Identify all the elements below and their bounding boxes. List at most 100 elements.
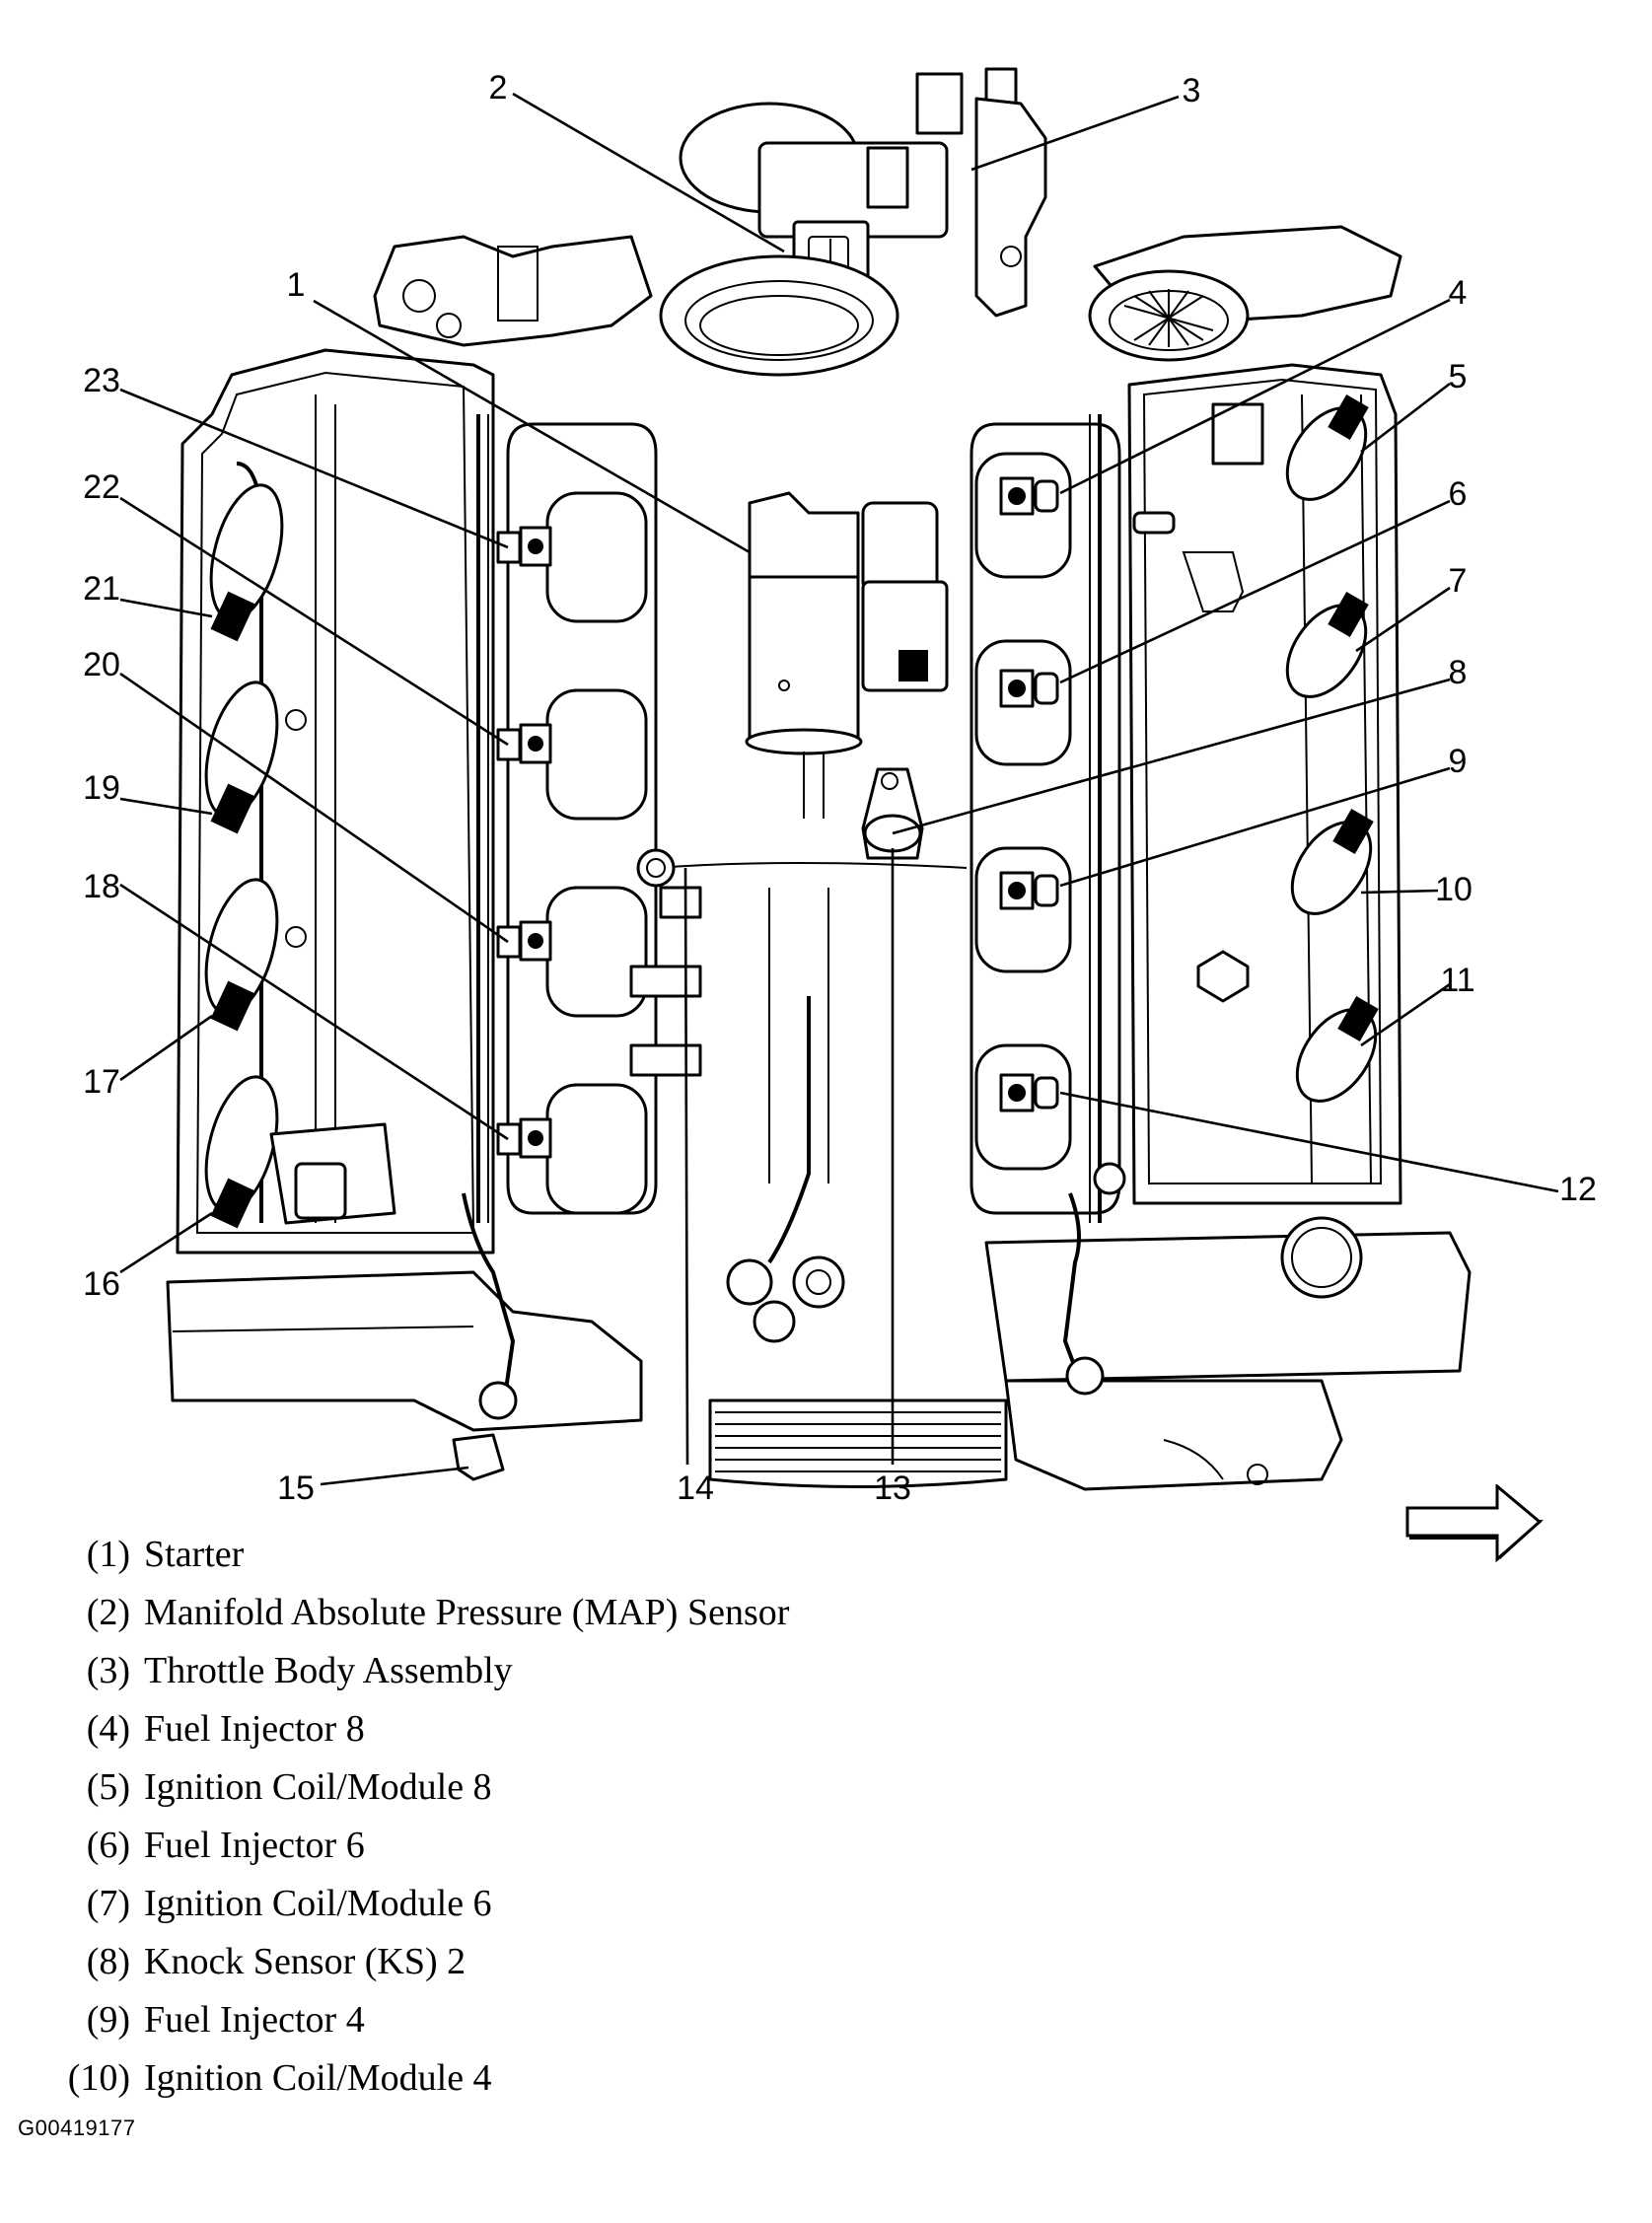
callout-5: 5 bbox=[1360, 358, 1468, 454]
legend-item: (4) Fuel Injector 8 bbox=[55, 1700, 789, 1758]
callout-leader-line bbox=[892, 678, 1451, 835]
callout-number: 5 bbox=[1449, 358, 1468, 395]
callout-number: 8 bbox=[1449, 654, 1468, 691]
callout-number: 3 bbox=[1183, 72, 1201, 109]
callout-number: 7 bbox=[1449, 562, 1468, 600]
callout-leader-line bbox=[1360, 982, 1451, 1047]
callout-16: 16 bbox=[83, 1211, 213, 1303]
legend-number: (7) bbox=[86, 1883, 130, 1924]
callout-23: 23 bbox=[83, 362, 509, 549]
callout-18: 18 bbox=[83, 868, 509, 1141]
callout-number: 20 bbox=[83, 646, 120, 683]
legend-label: Knock Sensor (KS) 2 bbox=[144, 1941, 467, 1982]
callout-9: 9 bbox=[1059, 743, 1468, 888]
callout-leader-line bbox=[1360, 382, 1451, 454]
callout-number: 2 bbox=[489, 69, 508, 107]
callout-number: 1 bbox=[287, 266, 306, 304]
callout-number: 11 bbox=[1440, 962, 1474, 999]
legend-item: (7) Ignition Coil/Module 6 bbox=[55, 1875, 789, 1933]
callout-number: 18 bbox=[83, 868, 120, 905]
legend-number: (10) bbox=[67, 2057, 130, 2099]
callout-leader-line bbox=[119, 388, 509, 549]
callout-leader-line bbox=[119, 496, 509, 747]
callout-leader-line bbox=[1360, 889, 1439, 895]
legend-item: (10) Ignition Coil/Module 4 bbox=[55, 2049, 789, 2108]
callout-leader-line bbox=[1059, 499, 1451, 684]
legend-item: (2)Manifold Absolute Pressure (MAP) Sens… bbox=[55, 1584, 790, 1642]
callout-21: 21 bbox=[83, 570, 213, 618]
callout-number: 6 bbox=[1449, 475, 1468, 513]
right-intake bbox=[1088, 225, 1402, 362]
callout-number: 23 bbox=[83, 362, 120, 399]
left-valve-cover bbox=[176, 348, 495, 1255]
callout-leader-line bbox=[119, 1014, 213, 1082]
callout-leader-line bbox=[313, 299, 751, 554]
callout-leader-line bbox=[1355, 586, 1451, 653]
callout-4: 4 bbox=[1059, 274, 1467, 495]
legend-label: Starter bbox=[144, 1534, 245, 1575]
callout-number: 13 bbox=[874, 1470, 911, 1507]
callout-8: 8 bbox=[892, 654, 1468, 835]
starter-motor bbox=[745, 491, 949, 819]
callout-17: 17 bbox=[83, 1014, 213, 1101]
callout-19: 19 bbox=[83, 769, 213, 816]
callout-number: 19 bbox=[83, 769, 120, 807]
legend-item: (5)Ignition Coil/Module 8 bbox=[55, 1758, 789, 1817]
engine-valley bbox=[629, 848, 968, 1343]
legend-number: (2) bbox=[86, 1592, 130, 1633]
legend-label: Throttle Body Assembly bbox=[144, 1650, 513, 1691]
callout-number: 15 bbox=[277, 1470, 315, 1507]
callout-14: 14 bbox=[677, 867, 714, 1507]
callout-number: 22 bbox=[83, 468, 120, 506]
legend-item: (1) Starter bbox=[55, 1526, 789, 1584]
legend-number: (8) bbox=[86, 1941, 130, 1982]
callout-leader-line bbox=[119, 672, 509, 944]
callout-leader-line bbox=[1059, 766, 1451, 888]
legend-label: Ignition Coil/Module 4 bbox=[144, 2057, 492, 2099]
callout-15: 15 bbox=[277, 1466, 469, 1507]
legend-label: Fuel Injector 8 bbox=[144, 1708, 365, 1750]
legend-label: Ignition Coil/Module 6 bbox=[144, 1883, 492, 1924]
crank-pulley bbox=[708, 1398, 1008, 1488]
legend-number: (6) bbox=[86, 1825, 130, 1866]
legend-number: (3) bbox=[86, 1650, 130, 1691]
engine-drawing bbox=[166, 67, 1472, 1491]
right-valve-cover bbox=[1127, 363, 1402, 1205]
front-cover bbox=[166, 1162, 1472, 1491]
left-fuel-rail bbox=[476, 414, 658, 1223]
throttle-body bbox=[659, 67, 1047, 377]
callout-number: 16 bbox=[83, 1265, 120, 1303]
callout-leader-line bbox=[1059, 298, 1451, 495]
callout-11: 11 bbox=[1360, 962, 1475, 1047]
callout-number: 14 bbox=[677, 1470, 714, 1507]
callout-leader-line bbox=[119, 598, 213, 618]
callout-leader-line bbox=[512, 92, 785, 253]
legend-list: (1) Starter (2)Manifold Absolute Pressure… bbox=[55, 1526, 790, 2108]
left-injectors bbox=[496, 526, 552, 1159]
legend-number: (9) bbox=[86, 1999, 130, 2041]
legend-number: (4) bbox=[86, 1708, 130, 1750]
legend-label: Fuel Injector 6 bbox=[144, 1825, 365, 1866]
arrow-right-icon bbox=[1405, 1484, 1544, 1563]
callout-6: 6 bbox=[1059, 475, 1468, 684]
legend-number: (1) bbox=[86, 1534, 130, 1575]
callout-7: 7 bbox=[1355, 562, 1468, 653]
left-bracket bbox=[373, 235, 653, 347]
callout-20: 20 bbox=[83, 646, 509, 944]
callout-number: 9 bbox=[1449, 743, 1468, 780]
knock-sensor bbox=[861, 767, 924, 860]
callout-leader-line bbox=[119, 797, 213, 816]
legend-item: (3) Throttle Body Assembly bbox=[55, 1642, 789, 1700]
callout-13: 13 bbox=[874, 848, 911, 1507]
callout-1: 1 bbox=[287, 266, 751, 554]
legend-label: Fuel Injector 4 bbox=[144, 1999, 365, 2041]
callout-leader-line bbox=[970, 95, 1180, 172]
callout-22: 22 bbox=[83, 468, 509, 747]
callout-12: 12 bbox=[1059, 1091, 1597, 1208]
callout-number: 21 bbox=[83, 570, 120, 608]
legend-label: Ignition Coil/Module 8 bbox=[144, 1766, 492, 1808]
figure-id: G00419177 bbox=[18, 2115, 136, 2140]
legend-item: (6) Fuel Injector 6 bbox=[55, 1817, 789, 1875]
